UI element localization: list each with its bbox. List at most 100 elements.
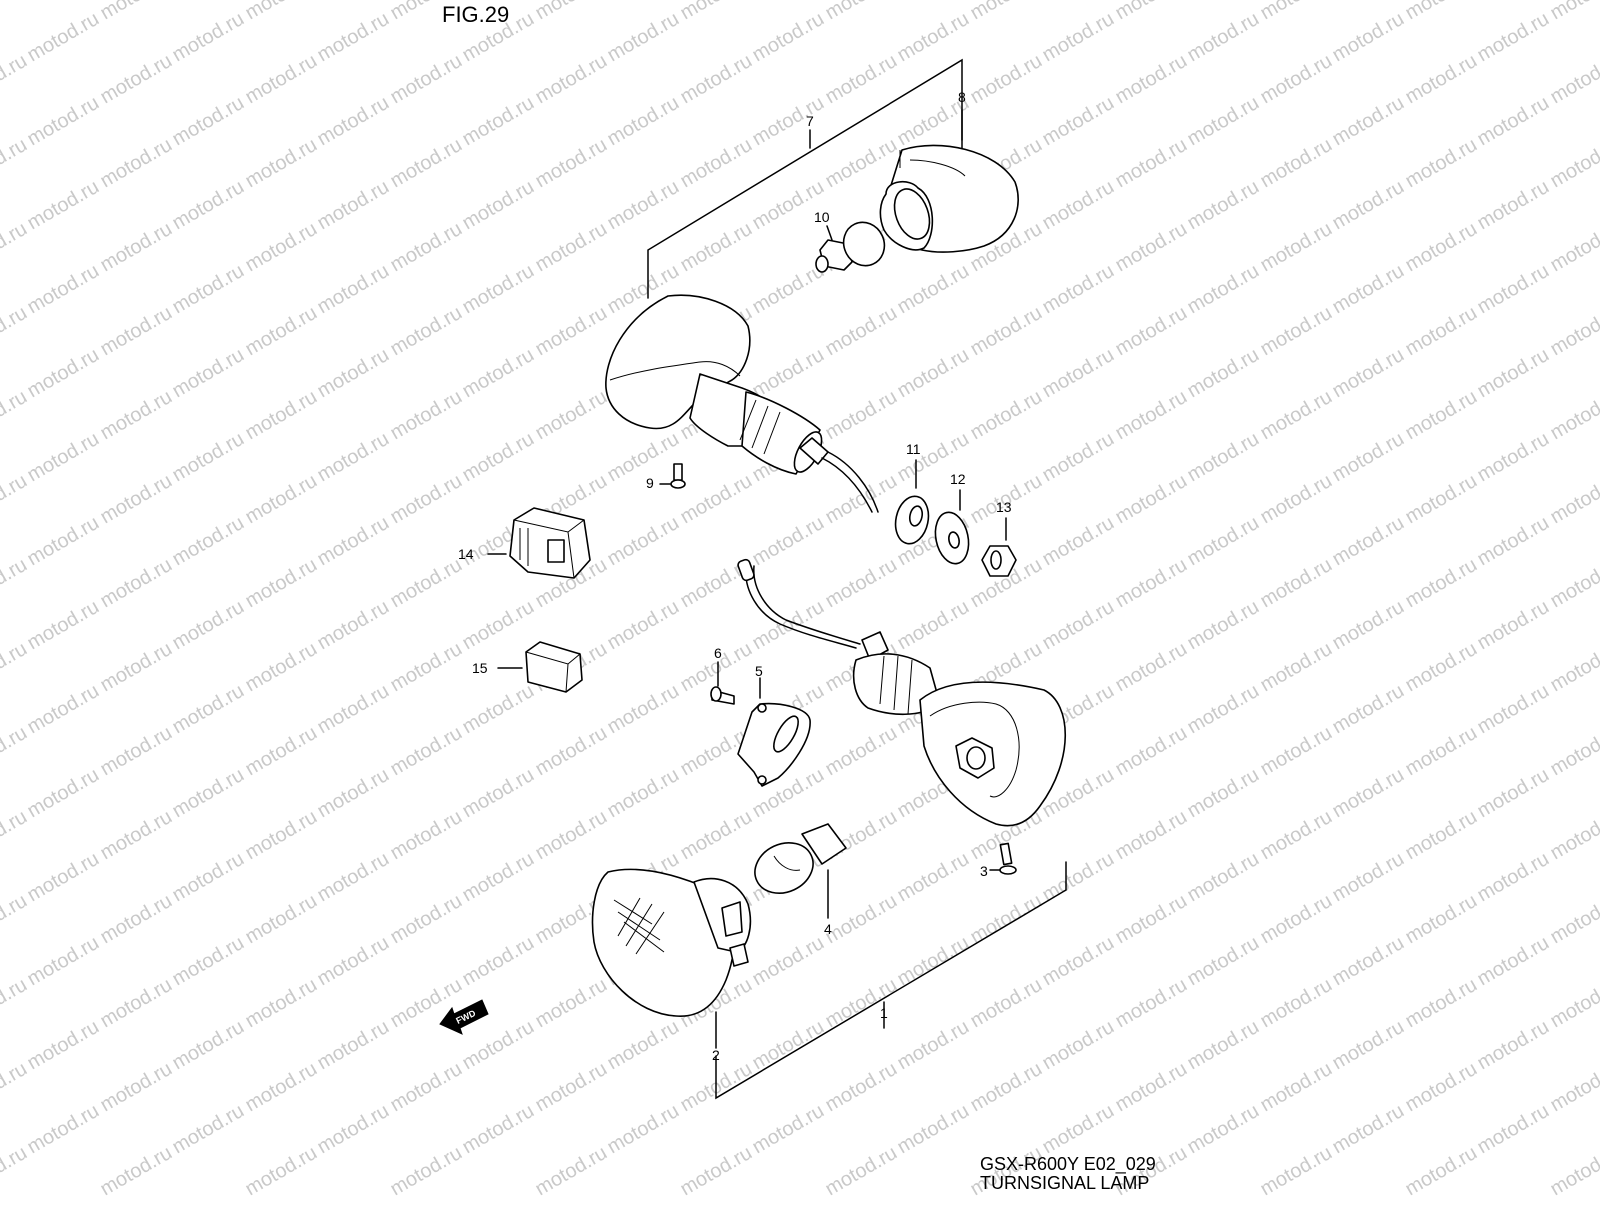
watermark-text: motod.ru xyxy=(532,134,611,193)
watermark-text: motod.ru xyxy=(749,260,828,319)
watermark-text: motod.ru xyxy=(822,974,901,1033)
watermark-text: motod.ru xyxy=(459,92,538,151)
watermark-text: motod.ru xyxy=(242,806,321,865)
watermark-text: motod.ru xyxy=(24,92,103,151)
watermark-text: motod.ru xyxy=(1039,848,1118,907)
watermark-text: motod.ru xyxy=(459,764,538,823)
watermark-text: motod.ru xyxy=(97,470,176,529)
watermark-text: motod.ru xyxy=(387,890,466,949)
watermark-text: motod.ru xyxy=(1474,1100,1553,1159)
watermark-text: motod.ru xyxy=(1257,218,1336,277)
watermark-text: motod.ru xyxy=(169,680,248,739)
watermark-text: motod.ru xyxy=(1547,638,1600,697)
watermark-text: motod.ru xyxy=(749,512,828,571)
watermark-text: motod.ru xyxy=(24,680,103,739)
watermark-text: motod.ru xyxy=(1257,134,1336,193)
callout-3: 3 xyxy=(980,863,988,879)
watermark-text: motod.ru xyxy=(97,554,176,613)
watermark-text: motod.ru xyxy=(1184,680,1263,739)
watermark-text: motod.ru xyxy=(314,932,393,991)
watermark-text: motod.ru xyxy=(532,302,611,361)
watermark-text: motod.ru xyxy=(1402,218,1481,277)
watermark-text: motod.ru xyxy=(0,722,31,781)
watermark-text: motod.ru xyxy=(532,1142,611,1200)
watermark-text: motod.ru xyxy=(169,764,248,823)
watermark-text: motod.ru xyxy=(677,806,756,865)
watermark-text: motod.ru xyxy=(1402,470,1481,529)
watermark-text: motod.ru xyxy=(24,176,103,235)
watermark-text: motod.ru xyxy=(314,92,393,151)
watermark-text: motod.ru xyxy=(0,302,31,361)
watermark-text: motod.ru xyxy=(24,848,103,907)
watermark-text: motod.ru xyxy=(1184,596,1263,655)
watermark-text: motod.ru xyxy=(24,512,103,571)
watermark-text: motod.ru xyxy=(1184,92,1263,151)
watermark-text: motod.ru xyxy=(314,428,393,487)
watermark-text: motod.ru xyxy=(459,260,538,319)
watermark-text: motod.ru xyxy=(1184,764,1263,823)
callout-13: 13 xyxy=(996,499,1012,515)
watermark-text: motod.ru xyxy=(532,50,611,109)
watermark-text: motod.ru xyxy=(24,1100,103,1159)
watermark-text: motod.ru xyxy=(822,386,901,445)
watermark-text: motod.ru xyxy=(1474,596,1553,655)
watermark-text: motod.ru xyxy=(1184,1100,1263,1159)
watermark-text: motod.ru xyxy=(1402,1058,1481,1117)
watermark-text: motod.ru xyxy=(97,302,176,361)
watermark-text: motod.ru xyxy=(1039,1100,1118,1159)
watermark-text: motod.ru xyxy=(1184,260,1263,319)
watermark-text: motod.ru xyxy=(1329,176,1408,235)
watermark-text: motod.ru xyxy=(1112,638,1191,697)
watermark-text: motod.ru xyxy=(822,302,901,361)
watermark-text: motod.ru xyxy=(1329,428,1408,487)
watermark-text: motod.ru xyxy=(387,470,466,529)
watermark-text: motod.ru xyxy=(24,932,103,991)
watermark-text: motod.ru xyxy=(387,722,466,781)
watermark-text: motod.ru xyxy=(387,134,466,193)
watermark-text: motod.ru xyxy=(97,806,176,865)
callout-14: 14 xyxy=(458,546,474,562)
watermark-text: motod.ru xyxy=(677,134,756,193)
watermark-text: motod.ru xyxy=(242,302,321,361)
watermark-text: motod.ru xyxy=(1402,302,1481,361)
watermark-text: motod.ru xyxy=(0,470,31,529)
watermark-text: motod.ru xyxy=(97,1058,176,1117)
watermark-text: motod.ru xyxy=(532,386,611,445)
watermark-text: motod.ru xyxy=(1474,512,1553,571)
callout-8: 8 xyxy=(958,89,966,105)
watermark-text: motod.ru xyxy=(1329,596,1408,655)
watermark-text: motod.ru xyxy=(1039,8,1118,67)
watermark-text: motod.ru xyxy=(169,932,248,991)
watermark-text: motod.ru xyxy=(604,8,683,67)
leader-10 xyxy=(827,226,832,240)
watermark-text: motod.ru xyxy=(604,764,683,823)
watermark-text: motod.ru xyxy=(1184,848,1263,907)
watermark-text: motod.ru xyxy=(1112,722,1191,781)
watermark-text: motod.ru xyxy=(1329,92,1408,151)
watermark-text: motod.ru xyxy=(749,176,828,235)
watermark-text: motod.ru xyxy=(169,92,248,151)
watermark-text: motod.ru xyxy=(0,0,31,24)
watermark-text: motod.ru xyxy=(0,638,31,697)
watermark-text: motod.ru xyxy=(0,806,31,865)
watermark-text: motod.ru xyxy=(314,176,393,235)
watermark-text: motod.ru xyxy=(387,302,466,361)
watermark-text: motod.ru xyxy=(894,8,973,67)
part-15-resistor xyxy=(498,642,582,692)
watermark-text: motod.ru xyxy=(1547,302,1600,361)
watermark-text: motod.ru xyxy=(314,8,393,67)
watermark-text: motod.ru xyxy=(1112,302,1191,361)
watermark-text: motod.ru xyxy=(1039,92,1118,151)
watermark-text: motod.ru xyxy=(1474,428,1553,487)
watermark-text: motod.ru xyxy=(1039,176,1118,235)
watermark-text: motod.ru xyxy=(967,302,1046,361)
watermark-text: motod.ru xyxy=(1547,1142,1600,1200)
watermark-text: motod.ru xyxy=(1402,890,1481,949)
watermark-text: motod.ru xyxy=(1402,974,1481,1033)
watermark-text: motod.ru xyxy=(1329,344,1408,403)
watermark-text: motod.ru xyxy=(169,848,248,907)
watermark-text: motod.ru xyxy=(1112,1058,1191,1117)
part-13-nut xyxy=(982,518,1016,576)
watermark-text: motod.ru xyxy=(967,50,1046,109)
